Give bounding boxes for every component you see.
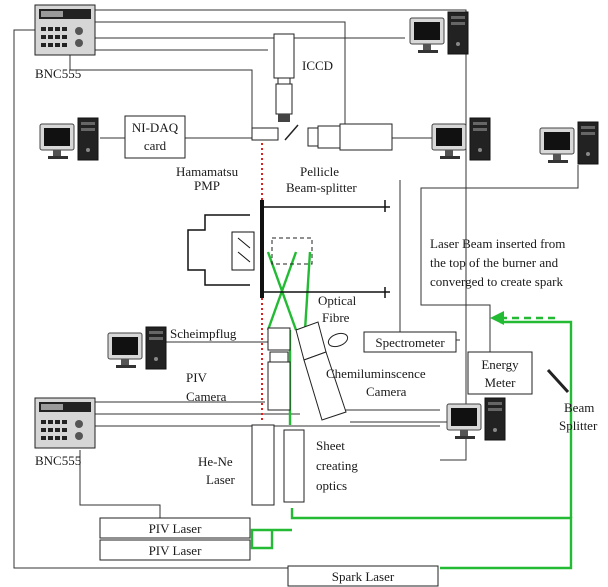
sheet-label-1: Sheet: [316, 438, 345, 453]
beam-splitter-label-1: Beam: [564, 400, 594, 415]
bnc555-bottom-label: BNC555: [35, 453, 81, 468]
spark-laser-box: [287, 565, 439, 587]
energy-meter-label-2: Meter: [484, 375, 516, 390]
beam-splitter-label-2: Splitter: [559, 418, 598, 433]
pellicle-label-2: Beam-splitter: [286, 180, 357, 195]
chemi-label-1: Chemiluminscence: [326, 366, 426, 381]
computer-icon-chemi: [446, 397, 506, 441]
hamamatsu-label-2: PMP: [194, 178, 220, 193]
computer-icon-energy: [539, 121, 599, 165]
beam-splitter-glass: [546, 368, 570, 394]
iccd-label: ICCD: [302, 58, 333, 73]
piv-laser-1-box: [99, 517, 251, 539]
measurement-region: [271, 237, 313, 265]
signal-wires: [13, 9, 579, 569]
sheet-optics-icon: [283, 429, 305, 503]
energy-meter-box: [467, 351, 533, 395]
optical-fibre-label-1: Optical: [318, 293, 357, 308]
bnc555-top-pulse-generator-icon: [34, 4, 96, 56]
computer-icon-nidaq: [39, 117, 99, 161]
he-ne-label-1: He-Ne: [198, 454, 233, 469]
piv-camera-label-1: PIV: [186, 370, 208, 385]
scheimpflug-camera-icon: [267, 327, 291, 411]
hamamatsu-label-1: Hamamatsu: [176, 164, 239, 179]
computer-icon-iccd: [431, 117, 491, 161]
nidaq-card-box: [124, 115, 186, 159]
piv-laser-2-box: [99, 539, 251, 561]
pellicle-mirror: [284, 124, 299, 141]
he-ne-label-2: Laser: [206, 472, 236, 487]
lens-element: [307, 127, 319, 147]
piv-laser-2-label: PIV Laser: [149, 543, 203, 558]
optical-fibre-label-2: Fibre: [322, 310, 350, 325]
piv-camera-label-2: Camera: [186, 389, 227, 404]
bnc555-top-label: BNC555: [35, 66, 81, 81]
scheimpflug-label: Scheimpflug: [170, 326, 237, 341]
chemi-label-2: Camera: [366, 384, 407, 399]
sheet-label-2: creating: [316, 458, 358, 473]
nidaq-label-2: card: [144, 138, 167, 153]
spectrometer-box: [363, 331, 457, 353]
lens-housing: [317, 125, 341, 149]
laser-note-line-1: Laser Beam inserted from: [430, 236, 565, 251]
chemiluminescence-camera-icon: [295, 321, 349, 421]
spark-laser-label: Spark Laser: [332, 569, 395, 584]
sheet-label-3: optics: [316, 478, 347, 493]
piv-laser-1-label: PIV Laser: [149, 521, 203, 536]
he-ne-laser-icon: [251, 424, 275, 506]
laser-note-line-2: the top of the burner and: [430, 255, 559, 270]
nidaq-label-1: NI-DAQ: [132, 120, 179, 135]
iccd-camera-icon: [273, 33, 295, 122]
burner-assembly: [187, 200, 390, 298]
computer-icon-top-right: [409, 11, 469, 55]
energy-meter-label-1: Energy: [481, 357, 519, 372]
hamamatsu-pmt-box: [251, 127, 279, 141]
spectro-camera-box: [339, 123, 393, 151]
pellicle-label-1: Pellicle: [300, 164, 339, 179]
laser-note-line-3: converged to create spark: [430, 274, 563, 289]
bnc555-bottom-pulse-generator-icon: [34, 397, 96, 449]
computer-icon-piv: [107, 326, 167, 370]
spectrometer-label: Spectrometer: [375, 335, 445, 350]
